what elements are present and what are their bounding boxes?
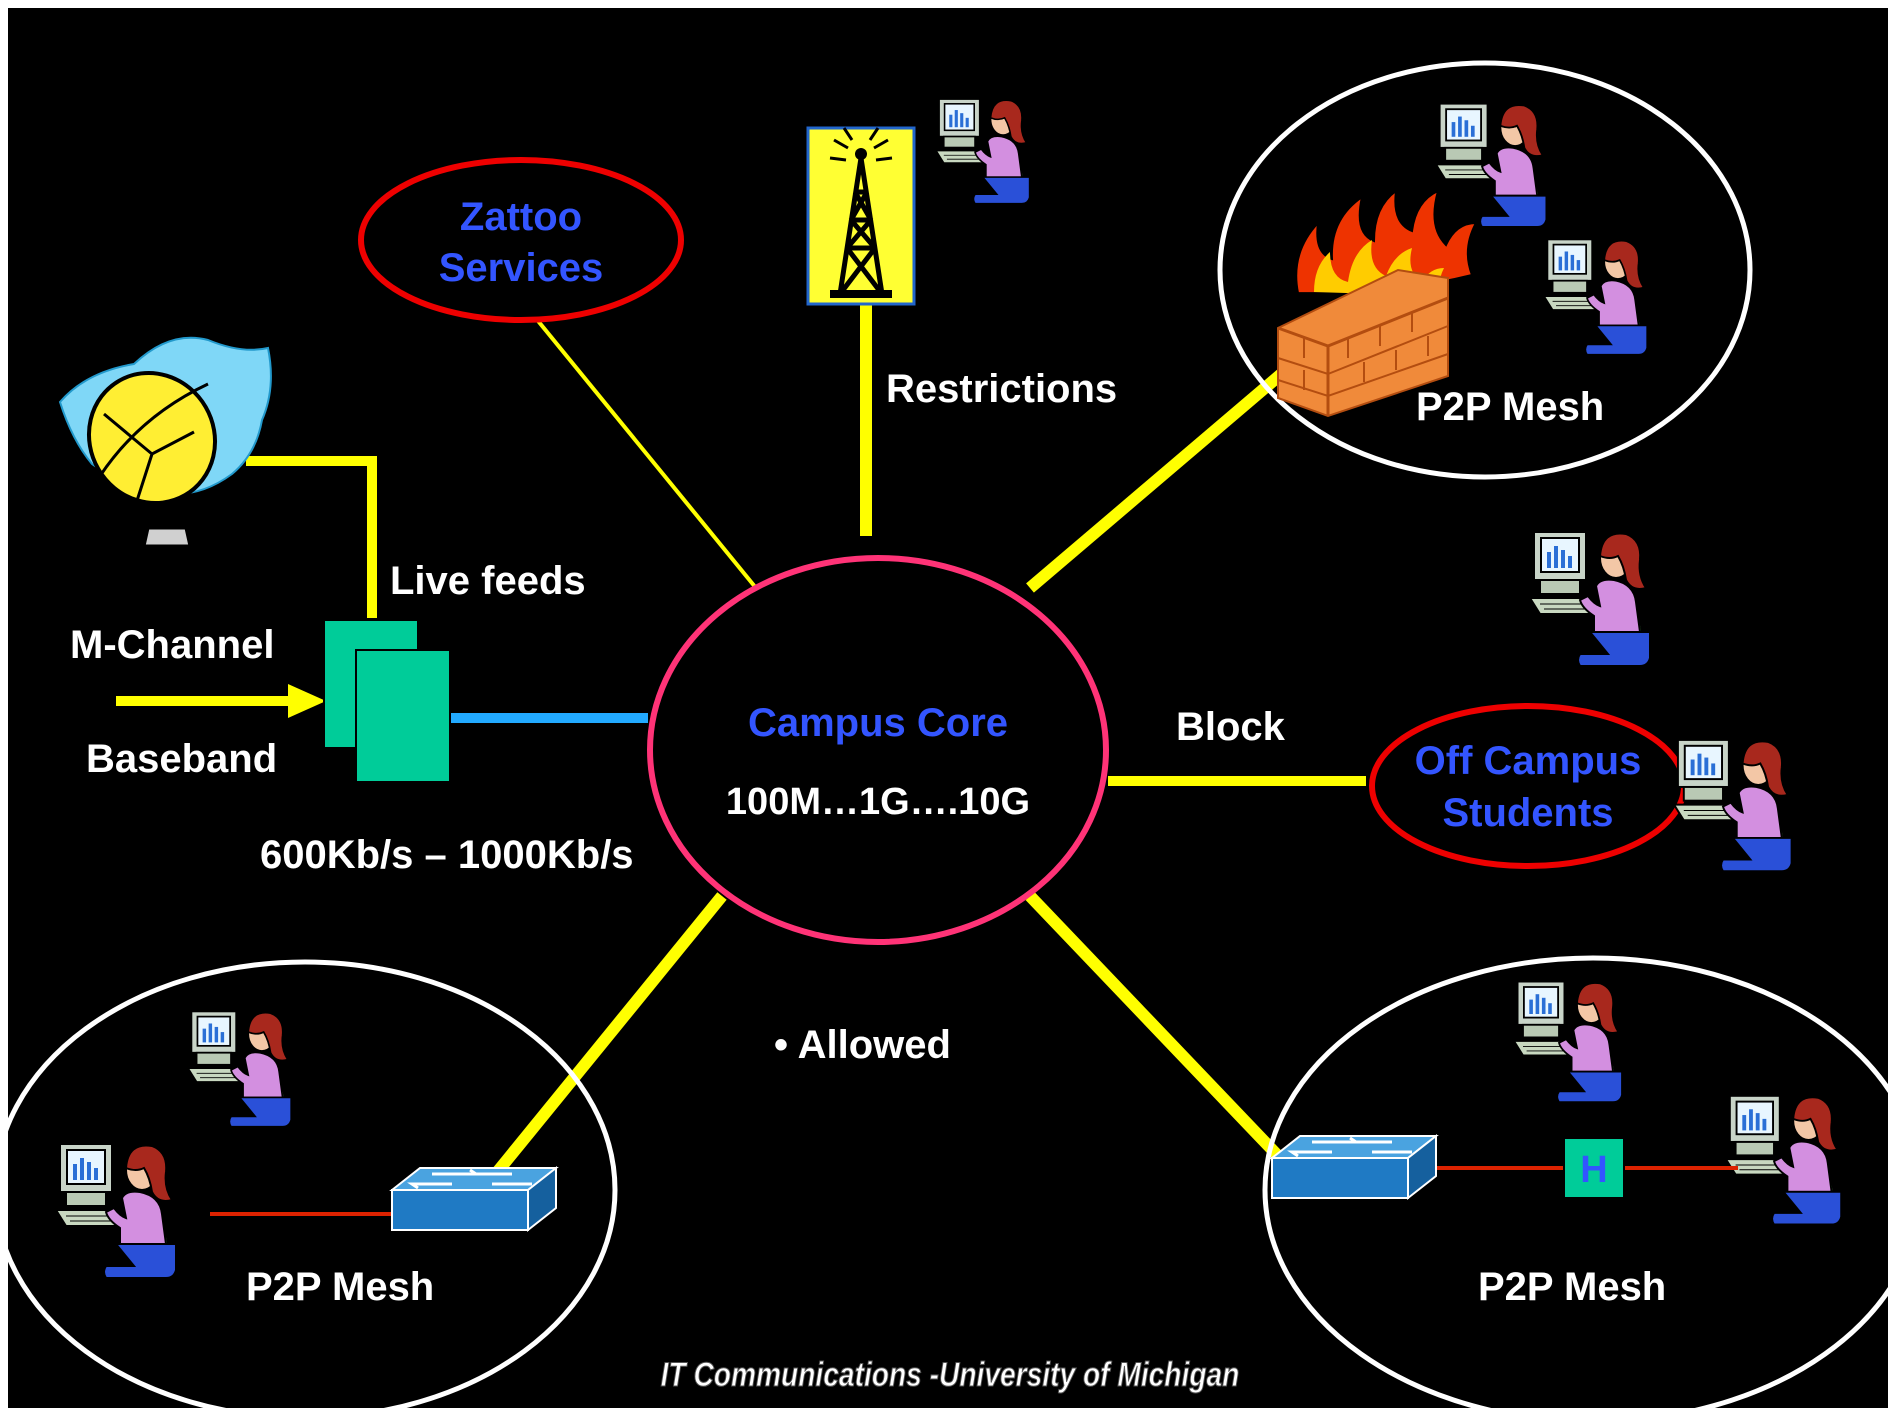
off-campus-line1: Off Campus xyxy=(1415,739,1642,783)
transmission-tower-icon xyxy=(806,126,916,306)
baseband-arrowhead xyxy=(288,684,326,718)
zattoo-label-line1: Zattoo xyxy=(460,195,582,239)
computer-user-icon xyxy=(1673,738,1793,873)
p2p-mesh-label-bottom-left: P2P Mesh xyxy=(246,1265,434,1309)
block-label: Block xyxy=(1176,705,1286,749)
link-bl-core xyxy=(489,892,727,1180)
p2p-group-top-right xyxy=(1217,60,1753,480)
core-name: Campus Core xyxy=(748,701,1008,745)
network-switch-icon xyxy=(390,1166,558,1232)
link-firewall-core xyxy=(1026,365,1290,593)
hub-icon: H xyxy=(1563,1137,1625,1199)
slide: Campus Core 100M…1G….10G Zattoo Services… xyxy=(8,8,1888,1408)
footer-credit: IT Communications -University of Michiga… xyxy=(661,1354,1240,1393)
p2p-group-bottom-left xyxy=(8,959,618,1408)
bitrate-label: 600Kb/s – 1000Kb/s xyxy=(260,833,634,877)
baseband-label: Baseband xyxy=(86,737,277,781)
m-channel-label: M-Channel xyxy=(70,623,274,667)
p2p-group-bottom-right xyxy=(1262,955,1888,1408)
computer-user-icon xyxy=(1543,238,1649,356)
zattoo-label-line2: Services xyxy=(439,246,604,290)
p2p-mesh-label-bottom-right: P2P Mesh xyxy=(1478,1265,1666,1309)
network-diagram: Campus Core 100M…1G….10G Zattoo Services… xyxy=(8,60,1888,1408)
live-feeds-label: Live feeds xyxy=(390,559,586,603)
computer-user-icon xyxy=(1725,1094,1843,1226)
zattoo-node xyxy=(358,157,684,323)
computer-user-icon xyxy=(187,1010,293,1128)
core-speeds: 100M…1G….10G xyxy=(726,781,1030,823)
allowed-label: • Allowed xyxy=(774,1023,951,1067)
computer-user-icon xyxy=(1513,980,1623,1104)
encoder-icon xyxy=(323,619,451,783)
link-satellite-encoder xyxy=(246,456,377,618)
computer-user-icon xyxy=(55,1143,177,1279)
p2p-mesh-label-top-right: P2P Mesh xyxy=(1416,385,1604,429)
computer-user-icon xyxy=(935,98,1031,205)
satellite-dish-icon xyxy=(58,336,272,548)
off-campus-line2: Students xyxy=(1442,791,1613,835)
link-br-core xyxy=(1025,891,1287,1165)
hub-label: H xyxy=(1580,1149,1607,1191)
campus-core xyxy=(647,555,1109,945)
computer-user-icon xyxy=(1435,102,1548,228)
computer-user-icon xyxy=(1529,531,1651,667)
network-switch-icon xyxy=(1270,1134,1438,1200)
restrictions-label: Restrictions xyxy=(886,367,1117,411)
firewall-icon xyxy=(1277,188,1478,418)
link-zattoo-core xyxy=(532,314,758,590)
off-campus-node xyxy=(1369,703,1687,869)
